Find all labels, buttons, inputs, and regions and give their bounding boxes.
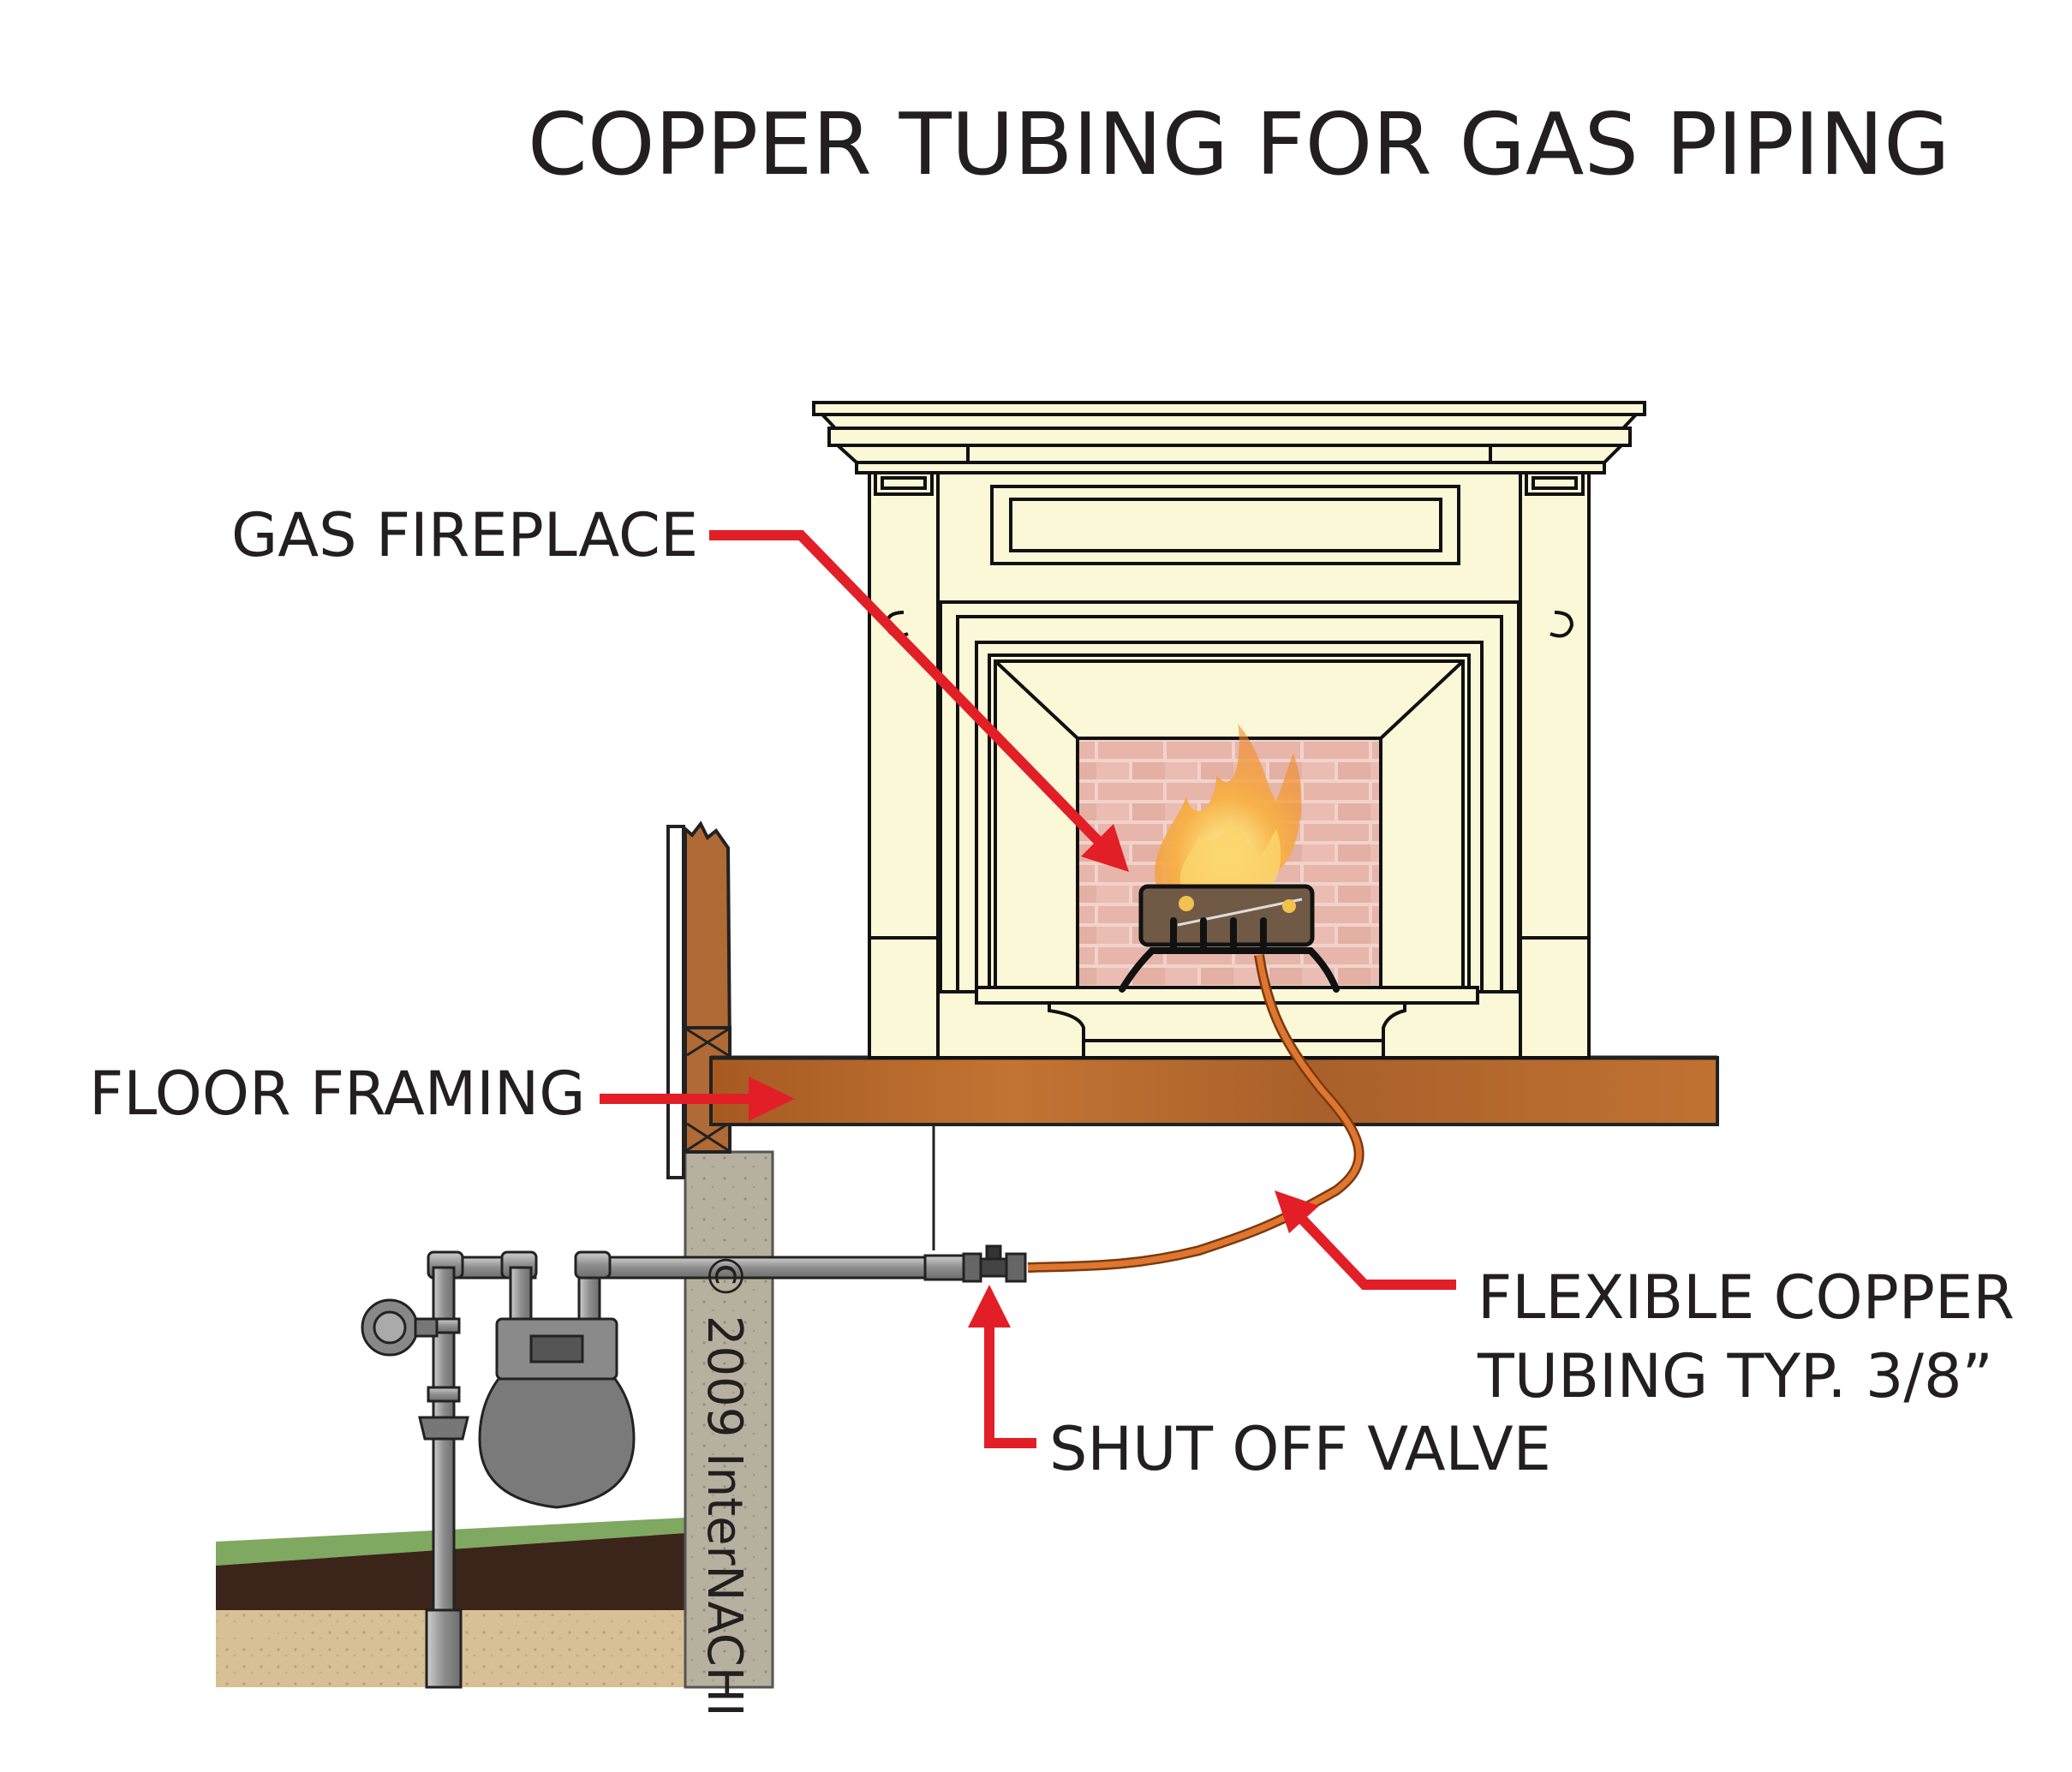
hearth-base <box>1048 1001 1406 1042</box>
mantel-shelf <box>827 427 1632 447</box>
meter-inlet-drop <box>509 1266 533 1321</box>
label-shut-off-valve: SHUT OFF VALVE <box>1049 1414 1551 1484</box>
floor-framing <box>709 1055 1719 1250</box>
corbel-right <box>1550 611 1574 638</box>
arrowhead-flexible-copper <box>1275 1190 1319 1233</box>
wall-framing <box>666 820 732 1179</box>
pilaster-right <box>1519 471 1591 1059</box>
service-riser-base <box>425 1608 463 1689</box>
supply-pipe <box>598 1256 927 1280</box>
mantel-frieze-left <box>833 444 989 464</box>
pilaster-left-slot <box>881 476 927 490</box>
bevel-tr <box>1379 659 1465 740</box>
page-title: COPPER TUBING FOR GAS PIPING <box>528 94 1950 194</box>
label-gas-fireplace: GAS FIREPLACE <box>231 500 699 570</box>
grate <box>1119 917 1340 993</box>
label-flexible-copper-line2: TUBING TYP. 3/8” <box>1478 1341 1993 1411</box>
mantel-cornice <box>818 413 1640 430</box>
arrow-flexible-copper <box>1293 1210 1456 1290</box>
sill-mark-4 <box>686 1122 729 1152</box>
meter-body <box>478 1377 636 1509</box>
arrow-shut-off-valve <box>984 1319 1036 1448</box>
regulator-cap <box>373 1310 407 1345</box>
arrowhead-gas-fireplace <box>1081 824 1129 872</box>
meter-dial-window <box>529 1334 584 1363</box>
bevel-tl <box>994 659 1079 740</box>
frieze-panel-inner <box>1009 498 1442 552</box>
regulator-neck <box>414 1317 439 1338</box>
arrow-gas-fireplace <box>709 530 1109 852</box>
log-grain <box>1177 898 1303 927</box>
wall-sheathing <box>666 825 685 1179</box>
mantel-frieze-center <box>966 444 1492 464</box>
flame-front <box>1179 818 1281 891</box>
mantel-cornice-top <box>812 401 1646 416</box>
copper-tube <box>1027 954 1363 1271</box>
copyright-notice: © 2009 InterNACHI <box>696 1252 752 1717</box>
sill-mark-2 <box>686 1028 729 1057</box>
callout-arrows <box>600 530 1456 1448</box>
riser-coupling-2 <box>427 1386 461 1403</box>
gas-piping <box>361 1244 1027 1689</box>
label-floor-framing: FLOOR FRAMING <box>89 1059 586 1129</box>
mantel-frieze-right <box>1469 444 1626 464</box>
foundation-wall <box>684 1150 774 1689</box>
label-flexible-copper-line1: FLEXIBLE COPPER <box>1478 1262 2015 1333</box>
fireplace <box>812 401 1646 1059</box>
flame-back <box>1155 724 1302 889</box>
wall-stud <box>684 820 732 1055</box>
concrete-foundation <box>684 1150 774 1689</box>
floor-joist <box>709 1056 1719 1126</box>
service-valve <box>418 1416 469 1441</box>
copper-tubing <box>1027 954 1364 1273</box>
pilaster-right-slot <box>1532 476 1578 490</box>
ember-1 <box>1179 896 1194 911</box>
arrowhead-shut-off-valve <box>968 1285 1011 1328</box>
fire <box>1119 724 1340 993</box>
hearth-top <box>975 986 1479 1005</box>
pilaster-left <box>868 471 940 1059</box>
ember-2 <box>1282 899 1296 913</box>
hearth-step <box>1082 1039 1385 1059</box>
arrowhead-floor-framing <box>749 1077 795 1121</box>
nipple <box>923 1254 965 1281</box>
shut-off-valve <box>962 1244 1027 1283</box>
meter-outlet-elbow <box>574 1250 612 1280</box>
